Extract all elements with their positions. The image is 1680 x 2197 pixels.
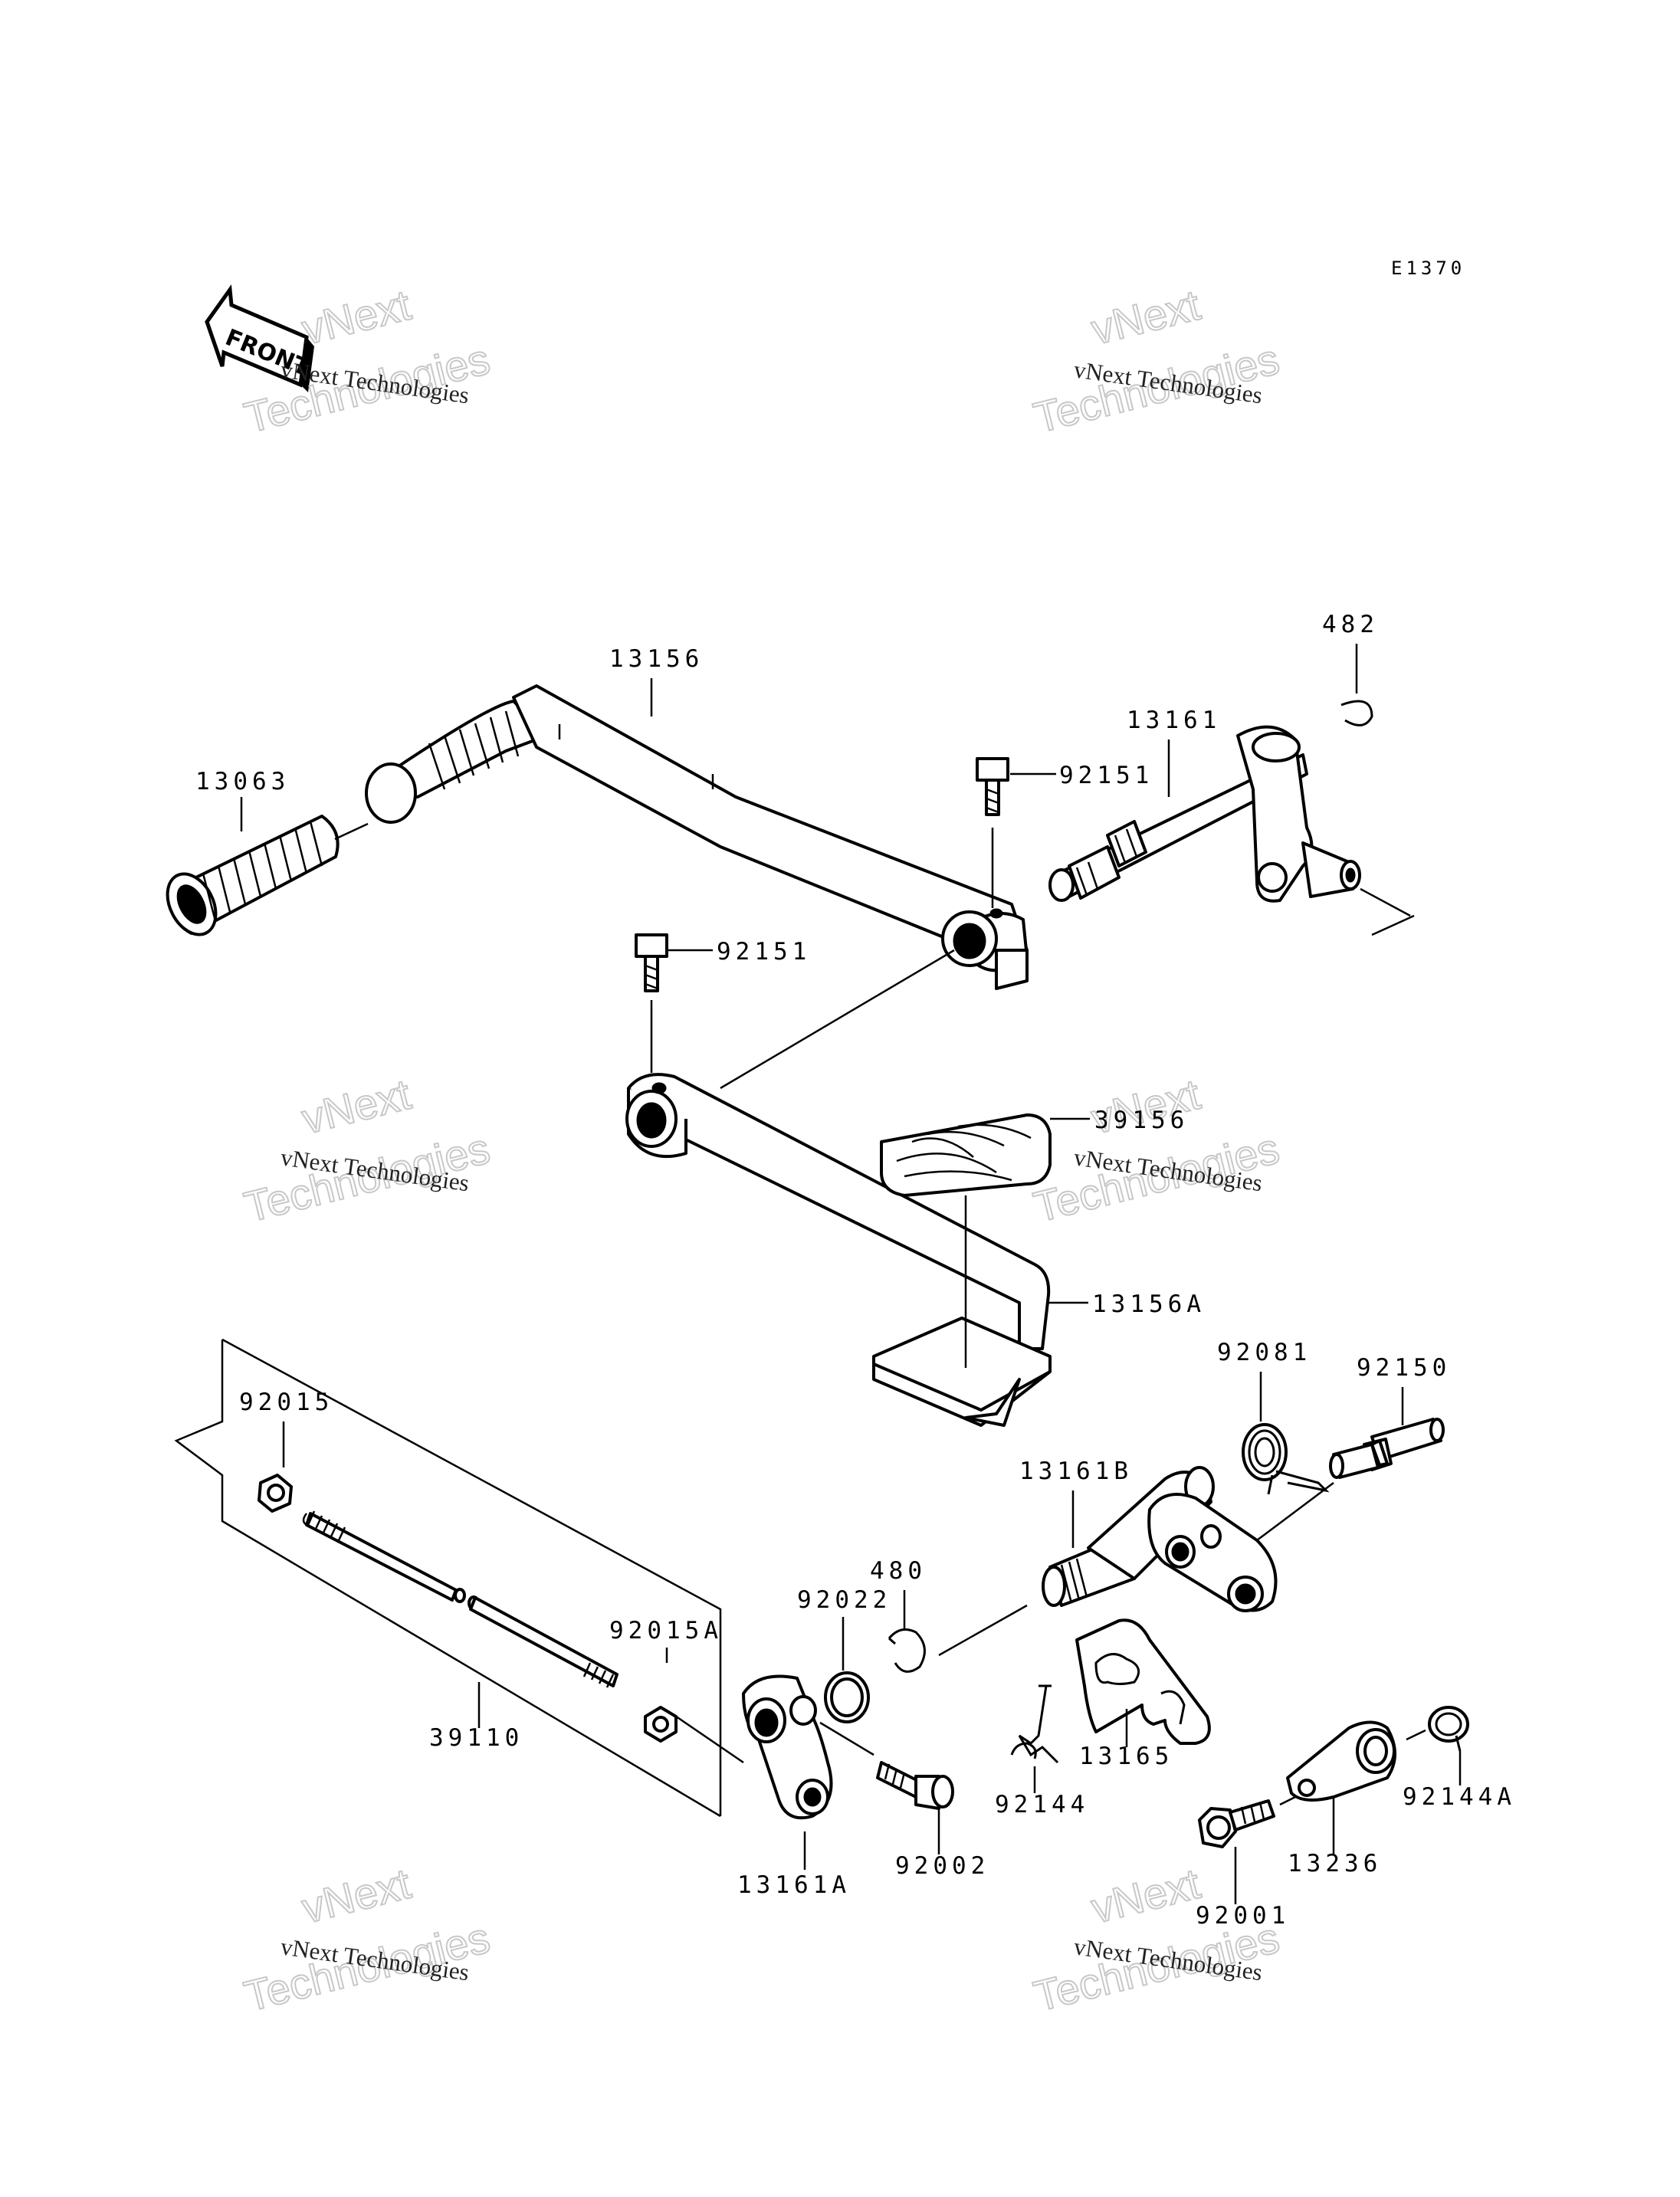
part-92151-upper-bolt xyxy=(976,757,1009,816)
label-92144: 92144 xyxy=(995,1791,1089,1818)
label-92022: 92022 xyxy=(797,1586,891,1614)
label-92151-upper: 92151 xyxy=(1059,762,1153,789)
part-92015A-nut xyxy=(644,1706,678,1743)
part-39110-rod xyxy=(302,1510,619,1688)
part-labels: 13156 13063 482 13161 92151 92151 39156 … xyxy=(195,611,1516,1930)
part-482-clip xyxy=(1340,700,1373,726)
watermark-line1: vNext xyxy=(297,1070,416,1143)
part-92001-bolt xyxy=(1198,1799,1275,1848)
watermark-line1: vNext xyxy=(1087,1859,1206,1933)
label-13165: 13165 xyxy=(1079,1743,1173,1770)
part-13165-plate xyxy=(1075,1618,1211,1745)
part-92144-spring xyxy=(1010,1684,1059,1764)
diagram-code: E1370 xyxy=(1391,257,1465,279)
part-13161A-arm xyxy=(742,1674,833,1820)
label-480: 480 xyxy=(870,1557,927,1585)
label-13063: 13063 xyxy=(195,768,290,795)
watermark-line1: vNext xyxy=(1087,280,1206,354)
watermark-top-right: vNext Technologies vNext Technologies xyxy=(1029,280,1285,443)
label-13236: 13236 xyxy=(1288,1850,1382,1877)
part-92144A-spring xyxy=(1428,1706,1469,1752)
front-arrow-icon: FRONT xyxy=(205,284,314,392)
part-92022-washer xyxy=(824,1671,870,1723)
label-13156: 13156 xyxy=(609,645,704,673)
part-92151-lower-bolt xyxy=(635,933,668,992)
label-13161A: 13161A xyxy=(737,1871,851,1899)
part-13161B-shaft xyxy=(1042,1466,1278,1612)
label-13161: 13161 xyxy=(1127,707,1221,734)
label-13156A: 13156A xyxy=(1092,1290,1206,1318)
part-92150-pin xyxy=(1329,1418,1445,1479)
part-92002-bolt xyxy=(876,1761,954,1810)
label-13161B: 13161B xyxy=(1019,1458,1133,1485)
label-39156: 39156 xyxy=(1094,1107,1189,1134)
watermark-line1: vNext xyxy=(297,1859,416,1933)
label-92144A: 92144A xyxy=(1403,1783,1516,1811)
label-92002: 92002 xyxy=(895,1852,989,1880)
label-92151-lower: 92151 xyxy=(717,938,811,966)
watermark-bottom-left: vNext Technologies vNext Technologies xyxy=(239,1858,495,2022)
part-92015-nut xyxy=(258,1474,293,1513)
label-39110: 39110 xyxy=(429,1724,523,1752)
part-13063-grip xyxy=(166,815,340,936)
part-13156-shift-lever xyxy=(365,684,1029,990)
part-480-circlip xyxy=(888,1628,926,1673)
part-92081-spring xyxy=(1242,1423,1330,1495)
label-92015: 92015 xyxy=(239,1389,333,1416)
part-13161-shift-shaft xyxy=(1048,725,1361,903)
label-92001: 92001 xyxy=(1196,1902,1290,1930)
part-39156-pedal-pad xyxy=(880,1113,1052,1197)
part-13156A-brake-pedal xyxy=(625,1073,1052,1427)
label-92081: 92081 xyxy=(1217,1339,1311,1366)
watermark-bottom-right: vNext Technologies vNext Technologies xyxy=(1029,1858,1285,2022)
watermark-middle-right: vNext Technologies vNext Technologies xyxy=(1029,1069,1285,1232)
part-13236-lever xyxy=(1286,1720,1396,1802)
watermark-line1: vNext xyxy=(297,280,416,354)
label-92015A: 92015A xyxy=(609,1617,723,1644)
label-92150: 92150 xyxy=(1357,1354,1451,1382)
label-482: 482 xyxy=(1322,611,1379,638)
watermark-middle-left: vNext Technologies vNext Technologies xyxy=(239,1069,495,1232)
